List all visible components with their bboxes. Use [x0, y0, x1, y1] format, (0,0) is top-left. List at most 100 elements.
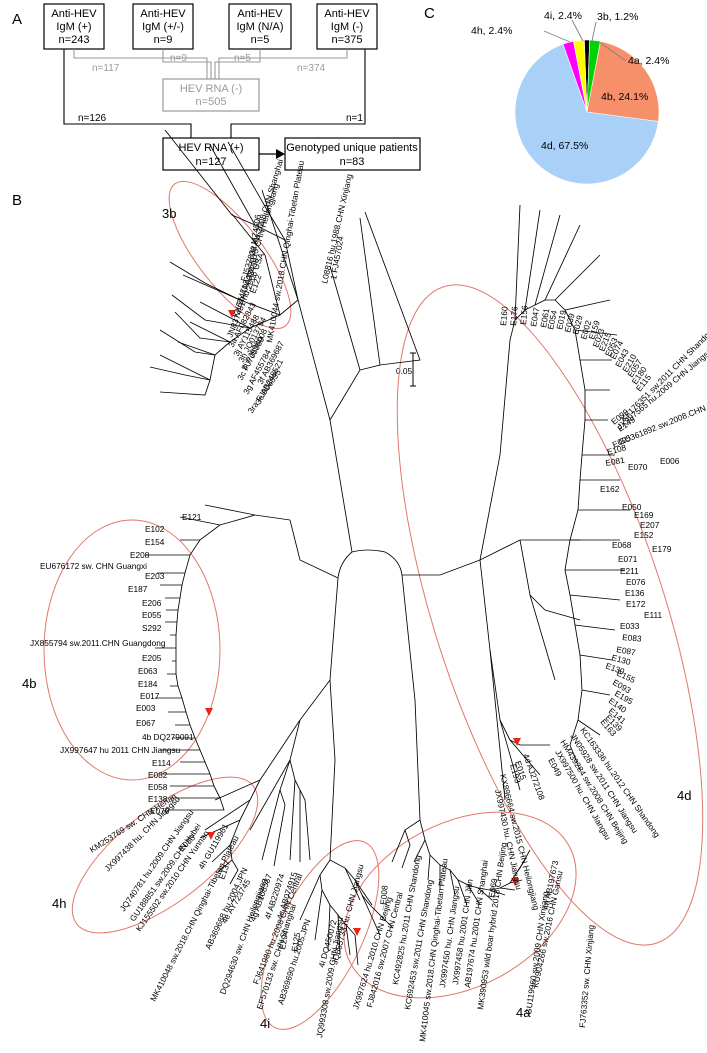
panel-b-letter: B — [12, 192, 22, 209]
edge-label-5: n=5 — [234, 53, 251, 64]
tip-label: E068 — [612, 540, 632, 550]
tip-label: E081 — [605, 455, 626, 468]
tip-label: E058 — [148, 782, 168, 792]
tip-label: E079 — [150, 806, 170, 816]
tip-label: JX855794 sw.2011.CHN Guangdong — [30, 638, 166, 648]
ellipse-4i — [260, 840, 380, 1030]
tip-label: E125 — [289, 931, 302, 952]
tip-label: 4b DQ279091 — [142, 732, 194, 742]
tip-label: E160 — [498, 306, 510, 327]
tip-label: E102 — [145, 524, 165, 534]
positive-connectors — [63, 49, 366, 138]
box-line: Genotyped unique patients — [286, 142, 418, 154]
clade-label-4d: 4d — [677, 788, 691, 803]
ellipse-4a — [343, 811, 577, 999]
tip-label: E152 — [634, 530, 654, 540]
tip-label: E055 — [142, 610, 162, 620]
tip-label: E070 — [628, 462, 648, 472]
tip-label: E067 — [136, 718, 156, 728]
pie-label-4a: 4a, 2.4% — [628, 55, 669, 67]
tip-label: E033 — [620, 621, 640, 631]
pie-leader-lines — [543, 19, 627, 62]
pie-slice-4d — [514, 43, 659, 185]
tip-label: E162 — [600, 484, 620, 494]
reference-markers — [205, 310, 521, 936]
tip-label: E176 — [508, 306, 520, 327]
tip-label: E156 — [518, 305, 530, 326]
antihev-box-na: Anti-HEV IgM (N/A) n=5 — [228, 3, 292, 50]
box-line: IgM (+) — [56, 21, 91, 33]
tip-label: E208 — [130, 550, 150, 560]
tip-label: E172 — [626, 599, 646, 609]
ellipse-4b — [43, 519, 221, 781]
edge-label-126: n=126 — [78, 113, 107, 124]
tip-label: E039 — [562, 312, 576, 334]
edge-label-9: n=9 — [170, 53, 187, 64]
pie-label-4b: 4b, 24.1% — [601, 91, 648, 103]
box-line: n=5 — [251, 34, 270, 46]
edge-label-117: n=117 — [92, 63, 120, 74]
tip-label: E029 — [570, 314, 584, 336]
tip-label: E207 — [640, 520, 660, 530]
tip-label: E206 — [142, 598, 162, 608]
tip-label: E138 — [148, 794, 168, 804]
box-line: Anti-HEV — [51, 8, 97, 20]
tip-label: E006 — [660, 456, 680, 466]
box-line: n=83 — [340, 156, 365, 168]
tip-label: E169 — [634, 510, 654, 520]
tip-label: E054 — [545, 309, 559, 330]
box-line: Anti-HEV — [140, 8, 186, 20]
pie-labels: 4d, 67.5%4b, 24.1%4a, 2.4%3b, 1.2%4i, 2.… — [471, 10, 669, 152]
tip-label: E019 — [554, 309, 568, 330]
tip-label: E114 — [152, 758, 171, 768]
genotyped-box: Genotyped unique patients n=83 — [284, 137, 421, 171]
tip-label: E211 — [620, 566, 639, 576]
box-line: Anti-HEV — [324, 8, 370, 20]
negative-connectors — [73, 49, 348, 79]
tip-label: E184 — [138, 679, 158, 689]
box-line: HEV RNA (-) — [180, 83, 242, 95]
tip-label: E121 — [182, 512, 202, 522]
pie-label-4d: 4d, 67.5% — [541, 140, 588, 152]
antihev-box-pos: Anti-HEV IgM (+) n=243 — [43, 3, 105, 50]
tip-label: E087 — [616, 644, 637, 657]
tip-label: E008 — [378, 885, 390, 906]
clade-label-4i: 4i — [260, 1016, 270, 1031]
antihev-box-equivocal: Anti-HEV IgM (+/-) n=9 — [132, 3, 194, 50]
pie-label-4h: 4h, 2.4% — [471, 25, 512, 37]
tip-label: E069 — [486, 877, 499, 898]
panel-a: A Anti-HEV IgM (+) n=243 Anti-HEV IgM (+… — [12, 3, 421, 171]
tip-label: E063 — [138, 666, 158, 676]
tip-label: E047 — [528, 306, 541, 327]
ellipse-4d — [396, 284, 704, 946]
edge-label-1: n=1 — [346, 113, 363, 124]
tip-label: E187 — [128, 584, 148, 594]
box-line: n=505 — [196, 96, 227, 108]
tip-label: E050 — [622, 502, 642, 512]
clade-label-4b: 4b — [22, 676, 36, 691]
tip-label: E076 — [626, 577, 646, 587]
hev-rna-negative-box: HEV RNA (-) n=505 — [162, 78, 260, 112]
tip-label: FJ763352 sw. CHN Xinjiang — [577, 924, 596, 1028]
tip-label: E082 — [148, 770, 168, 780]
clade-label-4h: 4h — [52, 896, 66, 911]
marker-4b — [205, 708, 213, 716]
pie-slice-4b — [586, 40, 660, 122]
arrow-to-genotyped — [259, 149, 285, 159]
ellipse-3b — [168, 180, 292, 330]
tip-label: E136 — [625, 588, 645, 598]
box-line: n=9 — [154, 34, 173, 46]
tip-label: E204 — [277, 929, 290, 950]
tip-label: E111 — [644, 610, 663, 620]
pie-slice-4i — [573, 39, 588, 113]
tree-branches — [145, 129, 630, 966]
clade-label-4a: 4a — [516, 1005, 531, 1020]
marker-4a — [511, 878, 519, 886]
box-line: HEV RNA (+) — [178, 142, 243, 154]
clade-ellipses — [43, 180, 704, 1030]
tip-label: E130 — [610, 652, 632, 667]
panel-a-letter: A — [12, 11, 22, 28]
box-line: n=243 — [59, 34, 90, 46]
pie-chart — [514, 39, 660, 185]
